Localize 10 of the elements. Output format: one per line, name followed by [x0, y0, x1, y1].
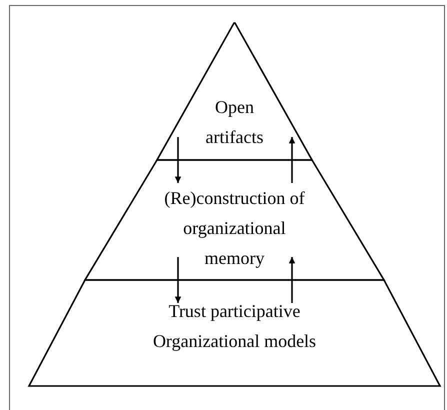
layer-text: (Re)construction of organizational memory	[163, 187, 306, 270]
pyramid-layer	[29, 280, 440, 386]
pyramid-layer	[157, 23, 312, 160]
layer-text: Trust participative Organizational models	[152, 300, 318, 353]
arrow	[174, 137, 182, 183]
pyramid-layer	[85, 160, 384, 280]
layer-text: Open artifacts	[204, 96, 264, 149]
arrow	[288, 137, 296, 183]
arrow	[288, 257, 296, 303]
arrow	[174, 257, 182, 303]
